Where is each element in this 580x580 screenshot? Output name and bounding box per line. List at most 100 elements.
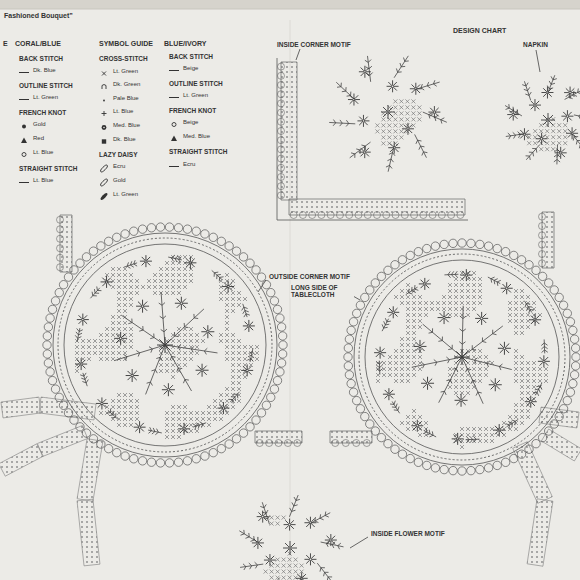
stitch-heading: LAZY DAISY <box>98 151 139 158</box>
stitch-symbol <box>168 134 180 143</box>
scallops <box>290 212 464 219</box>
legend-entry: Lt. Green <box>182 92 209 99</box>
stitch-symbol <box>98 137 110 146</box>
leader-line <box>258 280 266 292</box>
legend-entry: Lt. Green <box>112 68 139 75</box>
leaf-sprigs <box>239 495 343 580</box>
stitch-symbol <box>168 120 180 129</box>
cross-stitches <box>375 99 421 145</box>
ribbon-bow <box>77 499 100 566</box>
stitch-heading: OUTLINE STITCH <box>18 82 74 89</box>
leader-line <box>296 49 300 60</box>
stitch-symbol <box>18 95 30 104</box>
stitch-symbol <box>18 68 30 77</box>
stitch-symbol <box>168 66 180 75</box>
ribbon-bow <box>1 397 41 418</box>
stitch-symbol <box>168 93 180 102</box>
legend-entry: Dk. Blue <box>32 67 57 74</box>
lazy-daisy-flowers <box>507 87 578 159</box>
leader-lines <box>258 49 540 548</box>
scallops <box>256 440 301 447</box>
stitch-heading: BACK STITCH <box>18 55 64 62</box>
lace-band <box>289 199 465 215</box>
ribbon-bow <box>0 444 43 476</box>
legend-heading: SYMBOL GUIDE <box>98 40 154 48</box>
legend-entry: Dk. Blue <box>112 136 137 143</box>
legend-entry: Med. Blue <box>182 133 211 140</box>
border-ring <box>64 244 266 446</box>
stitch-symbol <box>168 162 180 171</box>
stitch-symbol <box>98 123 110 132</box>
scallops <box>332 440 371 447</box>
sheet-title: Fashioned Bouquet” <box>3 12 74 20</box>
motif-label: INSIDE FLOWER MOTIF <box>370 530 446 537</box>
legend-entry: Lt. Blue <box>32 177 54 184</box>
legend-entry: Lt. Blue <box>32 149 54 156</box>
stitch-heading: CROSS-STITCH <box>98 55 149 62</box>
border-ring <box>365 260 559 454</box>
stitch-heading: STRAIGHT STITCH <box>168 148 229 155</box>
lazy-daisy-flowers <box>75 255 255 435</box>
border-ring <box>359 254 565 460</box>
motif-group <box>0 56 580 580</box>
stitch-heading: STRAIGHT STITCH <box>18 165 79 172</box>
leaf-sprigs <box>505 75 580 164</box>
legend-entry: Pale Blue <box>112 95 140 102</box>
lazy-daisy-flowers <box>252 511 337 580</box>
border-ring <box>58 238 272 452</box>
motif-label: OUTSIDE CORNER MOTIF <box>268 273 351 280</box>
legend-entry: Dk. Green <box>112 81 141 88</box>
motif-label: INSIDE CORNER MOTIF <box>276 41 352 48</box>
scallops <box>539 213 546 267</box>
stitch-symbol <box>98 192 110 201</box>
leaf-sprigs <box>376 271 548 443</box>
legend-heading: CORAL/BLUE <box>14 40 62 48</box>
leader-line <box>350 537 368 548</box>
lace-band <box>60 215 72 272</box>
scallops <box>278 63 285 199</box>
stitch-heading: BACK STITCH <box>168 53 214 60</box>
stitch-symbol <box>98 96 110 105</box>
carpet-edge <box>0 0 580 9</box>
motif-label: NAPKIN <box>522 41 549 48</box>
ribbon-bow <box>527 499 553 566</box>
scallops <box>57 216 64 270</box>
ribbon-bow <box>539 407 579 428</box>
stitch-heading: FRENCH KNOT <box>168 107 217 114</box>
legend-heading: BLUE/IVORY <box>163 40 208 48</box>
leaf-sprigs <box>75 255 255 435</box>
motif-label: LONG SIDE OF TABLECLOTH <box>290 284 354 298</box>
legend-entry: Med. Blue <box>112 122 141 129</box>
stitch-symbol <box>98 164 110 173</box>
legend-heading: E <box>2 40 9 48</box>
lace-band <box>330 431 372 443</box>
lace-band <box>542 212 554 268</box>
legend-entry: Beige <box>182 65 199 72</box>
paper-edge <box>0 9 580 10</box>
border-ring <box>354 249 570 465</box>
lazy-daisy-flowers <box>374 269 550 445</box>
stitch-symbol <box>98 82 110 91</box>
legend-entry: Lt. Green <box>112 191 139 198</box>
stitch-symbol <box>18 136 30 145</box>
chart-heading: DESIGN CHART <box>452 27 507 35</box>
stitch-heading: FRENCH KNOT <box>18 109 67 116</box>
ribbon-bow <box>37 426 87 457</box>
stitch-symbol <box>98 69 110 78</box>
stitch-symbol <box>98 109 110 118</box>
legend-entry: Lt. Blue <box>112 108 134 115</box>
leaf-sprigs <box>329 56 447 172</box>
border-ring <box>53 233 277 457</box>
legend-entry: Ecru <box>112 163 126 170</box>
cross-stitches <box>75 255 259 439</box>
lace-band <box>255 431 302 443</box>
legend-entry: Gold <box>32 121 47 128</box>
lazy-daisy-flowers <box>348 66 440 158</box>
scalloped-edge <box>344 239 580 475</box>
legend-entry: Gold <box>112 177 127 184</box>
ribbon-bow <box>541 429 580 461</box>
stitch-symbol <box>98 178 110 187</box>
legend-entry: Ecru <box>182 161 196 168</box>
legend-entry: Lt. Green <box>32 94 59 101</box>
